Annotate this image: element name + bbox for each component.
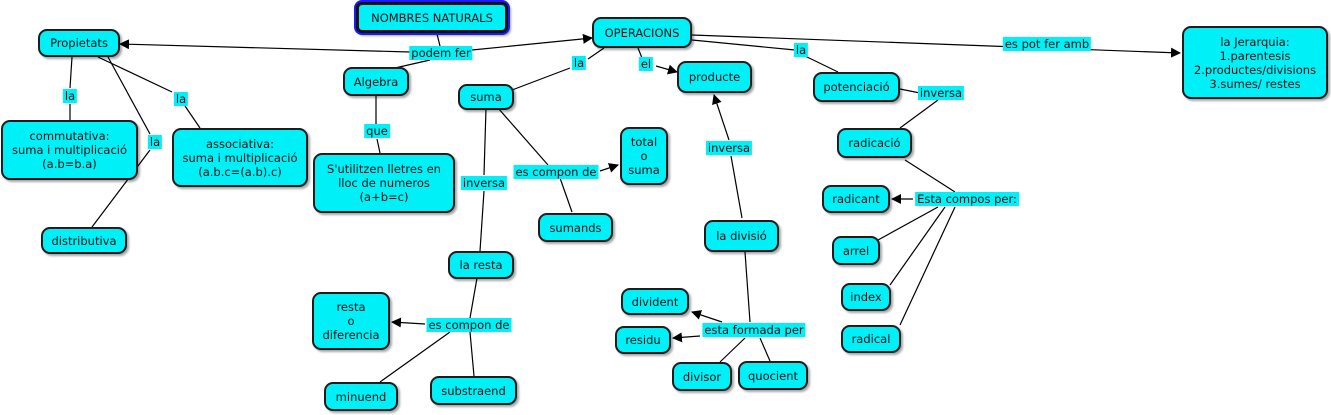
node-producte[interactable]: producte xyxy=(677,61,752,93)
edge-esta-compos-to-index xyxy=(889,206,946,286)
edge-que-to-lletres xyxy=(376,138,381,154)
edge-propietats-to-la3 xyxy=(107,56,151,135)
link-label-inversa-potenciacio: inversa xyxy=(917,86,965,100)
node-radicant[interactable]: radicant xyxy=(822,185,890,213)
edge-esta-compos-to-radical xyxy=(899,206,956,326)
node-substraend[interactable]: substraend xyxy=(430,376,517,405)
edge-divisio-to-inversa xyxy=(730,155,743,219)
edge-root-to-podem-fer xyxy=(436,33,441,47)
edge-inversa-to-radicacio xyxy=(899,99,939,129)
edge-divisio-to-esta-formada xyxy=(744,251,751,323)
node-resta-diferencia[interactable]: resta o diferencia xyxy=(312,292,390,350)
edge-la-suma-to-suma xyxy=(511,67,571,91)
link-label-el-producte: el xyxy=(638,57,654,71)
edge-operacions-to-la-pot xyxy=(691,39,796,51)
link-label-es-compon-de-suma: es compon de xyxy=(513,165,599,179)
edge-suma-to-inversa xyxy=(483,107,487,176)
edge-potenciacio-to-inversa xyxy=(899,88,921,94)
edge-es-compon-to-resta-dif xyxy=(391,317,426,328)
edge-el-to-producte xyxy=(655,64,678,75)
node-radical[interactable]: radical xyxy=(841,325,901,353)
link-label-inversa-producte: inversa xyxy=(705,141,753,155)
node-propietats[interactable]: Propietats xyxy=(38,29,120,57)
edge-operacions-to-jerarquia xyxy=(691,34,1181,58)
link-label-esta-compos-per: Esta compos per: xyxy=(915,192,1019,206)
edge-propietats-to-la1 xyxy=(69,56,73,89)
link-label-podem-fer: podem fer xyxy=(409,46,473,60)
node-la-resta[interactable]: la resta xyxy=(448,251,514,279)
link-label-la-potenciacio: la xyxy=(793,43,809,57)
link-label-esta-formada-per: esta formada per xyxy=(702,323,806,337)
link-label-la-suma: la xyxy=(571,56,587,70)
edge-esta-formada-to-quocient xyxy=(759,337,771,362)
edge-inversa-to-producte xyxy=(712,94,730,141)
edge-radicacio-to-esta-compos xyxy=(904,159,956,193)
edge-esta-compos-to-arrel xyxy=(877,206,939,241)
node-commutativa[interactable]: commutativa: suma i multiplicació (a.b=b… xyxy=(1,120,138,180)
node-divisor[interactable]: divisor xyxy=(672,362,732,391)
edge-la-pot-to-potenciacio xyxy=(804,55,839,73)
edge-suma-to-es-compon xyxy=(497,107,549,166)
edge-podem-fer-to-propietats xyxy=(119,39,411,53)
edge-es-compon-to-minuend xyxy=(379,331,451,383)
edge-inversa-to-resta xyxy=(479,190,485,252)
edge-la3-to-distributiva xyxy=(91,149,151,228)
link-label-la-distributiva: la xyxy=(147,135,163,149)
node-sumands[interactable]: sumands xyxy=(538,213,613,242)
node-quocient[interactable]: quocient xyxy=(738,361,808,390)
link-label-la-associativa: la xyxy=(173,92,189,106)
edge-podem-fer-to-algebra xyxy=(394,59,431,69)
edge-es-compon-to-total xyxy=(599,163,619,173)
link-label-la-commutativa: la xyxy=(62,89,78,103)
node-lletres[interactable]: S'utilitzen lletres en lloc de numeros (… xyxy=(313,153,455,213)
link-label-que: que xyxy=(364,124,390,138)
edge-operacions-to-el xyxy=(637,47,643,59)
edge-esta-formada-to-divident xyxy=(691,310,723,323)
edge-la2-to-associativa xyxy=(184,105,201,129)
edge-operacions-to-la-suma xyxy=(587,47,605,60)
node-potenciacio[interactable]: potenciació xyxy=(813,72,900,102)
node-distributiva[interactable]: distributiva xyxy=(41,227,127,254)
node-la-divisio[interactable]: la divisió xyxy=(704,220,779,252)
node-total-suma[interactable]: total o suma xyxy=(620,127,668,185)
edge-propietats-to-la2 xyxy=(97,56,173,93)
edge-resta-to-es-compon xyxy=(469,277,478,319)
node-associativa[interactable]: associativa: suma i multiplicació (a.b.c… xyxy=(172,128,308,187)
node-arrel[interactable]: arrel xyxy=(832,236,880,265)
node-residu[interactable]: residu xyxy=(615,326,671,354)
node-jerarquia[interactable]: la Jerarquia: 1.parentesis 2.productes/d… xyxy=(1182,26,1328,99)
edge-podem-fer-to-operacions xyxy=(471,33,593,51)
link-label-inversa-resta: inversa xyxy=(460,176,508,190)
link-label-es-compon-de-resta: es compon de xyxy=(426,318,512,332)
edge-esta-formada-to-residu xyxy=(672,332,701,343)
node-divident[interactable]: divident xyxy=(621,288,689,315)
node-nombres-naturals[interactable]: NOMBRES NATURALS xyxy=(354,0,510,35)
node-radicacio[interactable]: radicació xyxy=(837,128,912,158)
edge-es-compon-to-sumands xyxy=(559,177,573,213)
node-minuend[interactable]: minuend xyxy=(324,382,398,411)
node-suma[interactable]: suma xyxy=(458,84,514,110)
edge-es-compon-to-substraend xyxy=(469,331,475,377)
node-algebra[interactable]: Algebra xyxy=(343,67,409,96)
node-index[interactable]: index xyxy=(841,283,891,311)
link-label-es-pot-fer-amb: es pot fer amb xyxy=(1002,37,1092,51)
edge-esta-formada-to-divisor xyxy=(719,337,746,363)
node-operacions[interactable]: OPERACIONS xyxy=(592,17,692,48)
